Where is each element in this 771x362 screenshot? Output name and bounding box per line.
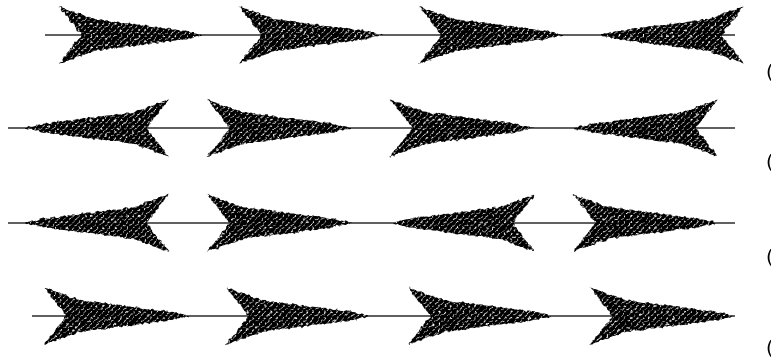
option-row-1: ۱): [45, 7, 771, 83]
option-3-label: ۳): [766, 246, 771, 268]
option-4-label: ۴): [766, 337, 771, 359]
option-row-3: ۳): [8, 195, 771, 268]
option-row-2: ۲): [8, 100, 771, 173]
option-row-4: ۴): [32, 288, 771, 359]
option-2-label: ۲): [766, 151, 771, 173]
option-1-label: ۱): [766, 61, 771, 83]
